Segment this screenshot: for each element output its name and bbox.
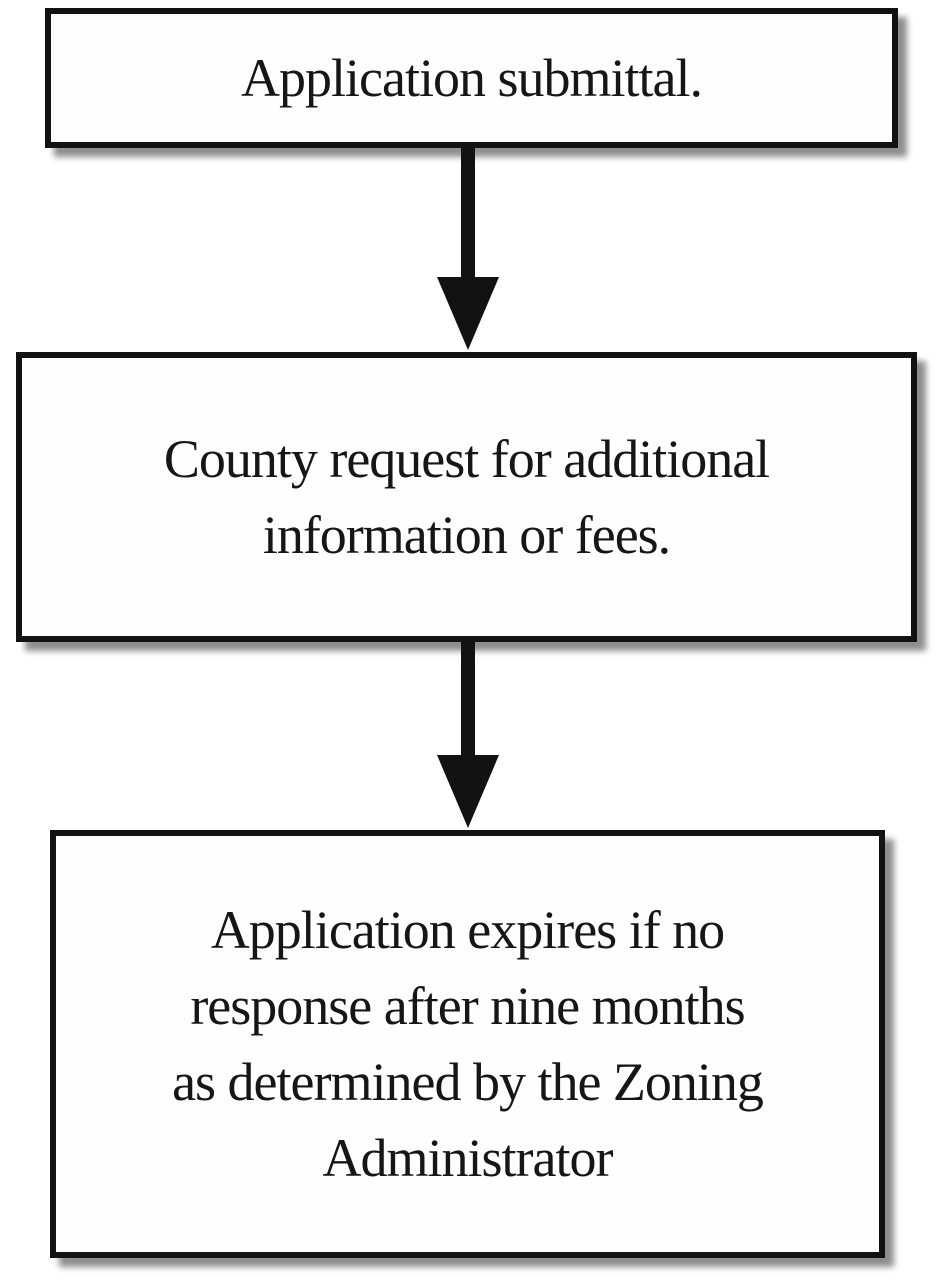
arrow-shaft [461,146,475,277]
arrow-head [437,277,499,350]
flow-box-county-request: County request for additional informatio… [16,352,917,642]
flow-box-county-request-label: County request for additional informatio… [163,429,770,565]
down-arrow-icon [436,640,500,828]
flow-box-application-submittal-label: Application submittal. [241,48,703,108]
down-arrow-icon [436,146,500,350]
arrow-shaft [461,640,475,755]
flow-box-application-expires: Application expires if no response after… [50,830,885,1258]
flow-box-application-expires-label: Application expires if no response after… [172,900,764,1188]
flow-box-application-submittal: Application submittal. [45,8,898,148]
arrow-head [437,755,499,828]
